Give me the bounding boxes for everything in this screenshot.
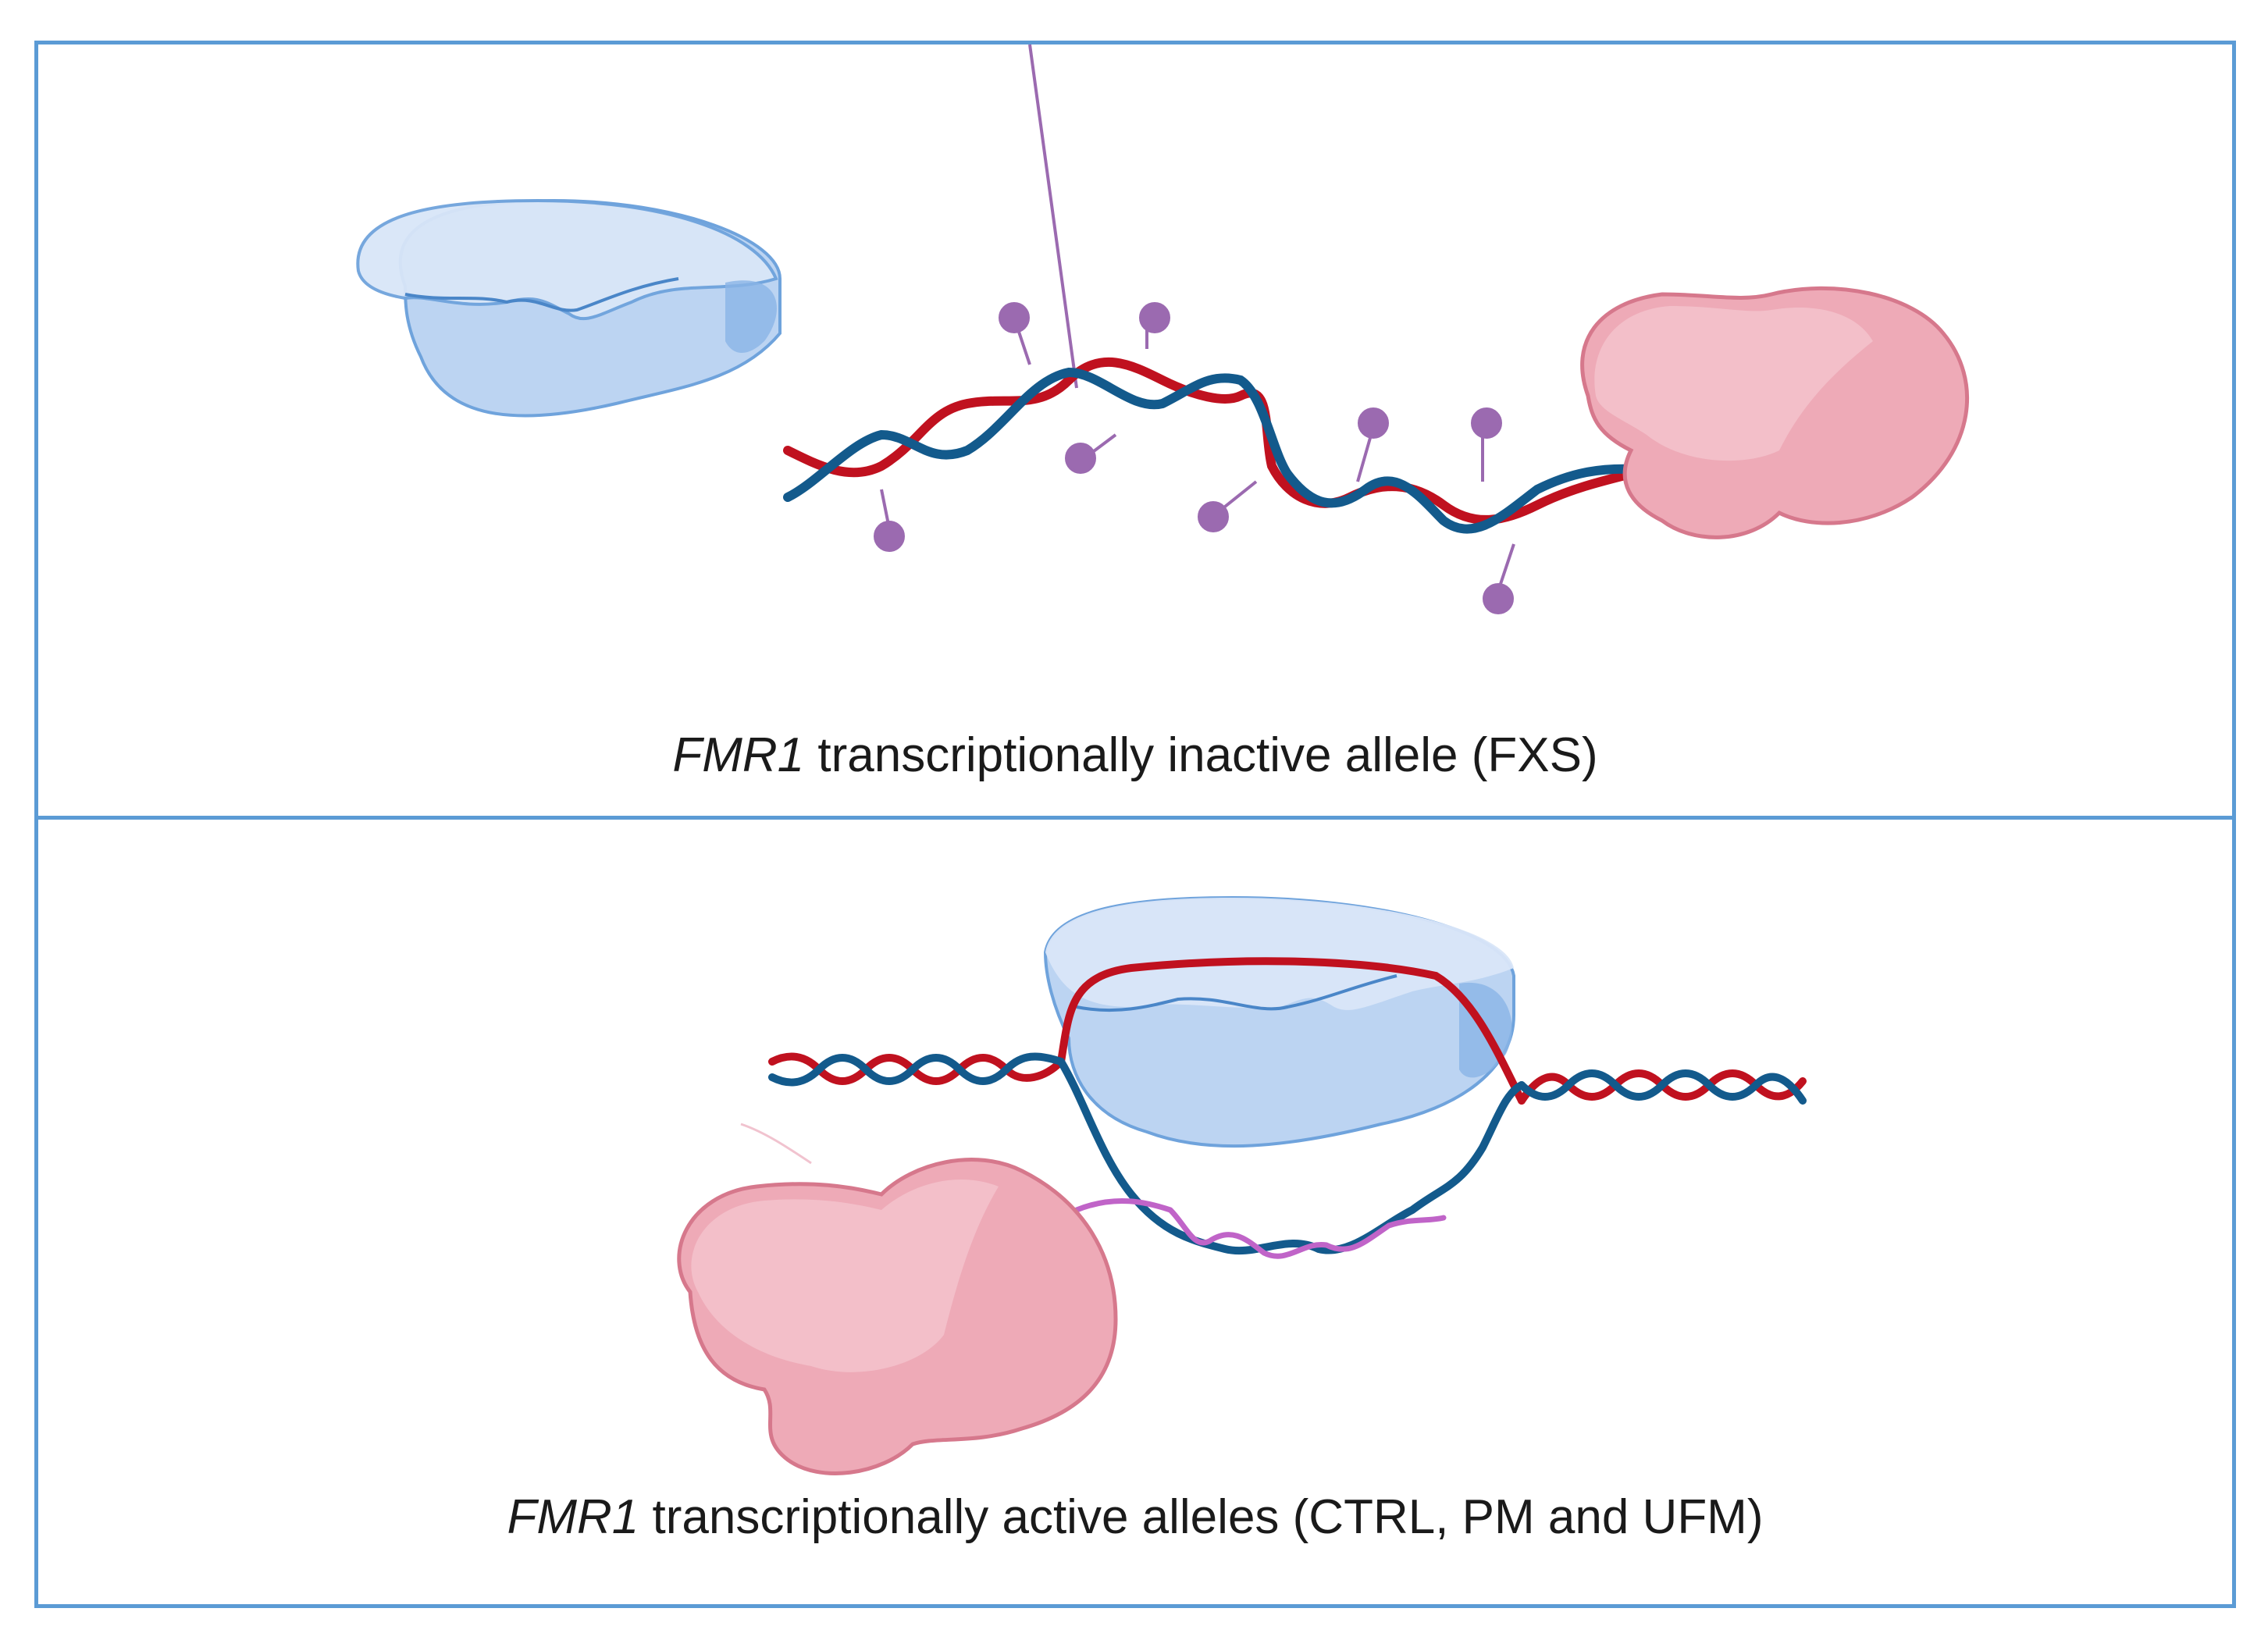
caption-text: transcriptionally active alleles (CTRL, … xyxy=(639,1490,1764,1544)
methyl-group-icon xyxy=(1198,480,1258,532)
dna-strand-red xyxy=(768,957,1526,1105)
dna-strand-blue xyxy=(768,1052,1526,1255)
dna-strand-red xyxy=(783,358,1636,525)
faint-mark xyxy=(740,1123,812,1165)
rna-polymerase-icon xyxy=(1043,895,1515,1148)
methyl-group-icon xyxy=(1471,407,1502,482)
methyl-group-icon xyxy=(1483,543,1515,614)
caption-inactive-allele: FMR1 transcriptionally inactive allele (… xyxy=(38,728,2232,783)
gene-name: FMR1 xyxy=(672,728,805,782)
methyl-group-icon xyxy=(1139,302,1170,349)
caption-text: transcriptionally inactive allele (FXS) xyxy=(804,728,1598,782)
methyl-group-icon xyxy=(1065,433,1117,474)
figure-border xyxy=(34,41,2236,1608)
gene-name: FMR1 xyxy=(507,1490,639,1544)
dna-double-helix xyxy=(768,957,1807,1259)
dna-strand-blue xyxy=(783,367,1651,534)
active-alleles-illustration xyxy=(677,895,1807,1475)
panel-divider xyxy=(34,816,2236,820)
rna-transcript xyxy=(1073,1197,1447,1259)
panel-inactive-allele: FMR1 transcriptionally inactive allele (… xyxy=(38,44,2232,816)
caption-active-alleles: FMR1 transcriptionally active alleles (C… xyxy=(38,1489,2232,1545)
dna-strand-blue xyxy=(1518,1069,1807,1105)
methyl-group-icon xyxy=(999,44,1078,389)
pink-protein-icon xyxy=(677,1158,1118,1475)
rna-polymerase-icon xyxy=(356,198,782,418)
methyl-group-icon xyxy=(1356,407,1389,482)
dna-double-helix xyxy=(783,358,1651,534)
pink-protein-icon xyxy=(1580,286,1970,539)
inactive-allele-illustration xyxy=(356,44,1970,614)
methyl-group-icon xyxy=(874,489,905,552)
methyl-groups xyxy=(874,44,1515,614)
panel-active-alleles: FMR1 transcriptionally active alleles (C… xyxy=(38,820,2232,1604)
